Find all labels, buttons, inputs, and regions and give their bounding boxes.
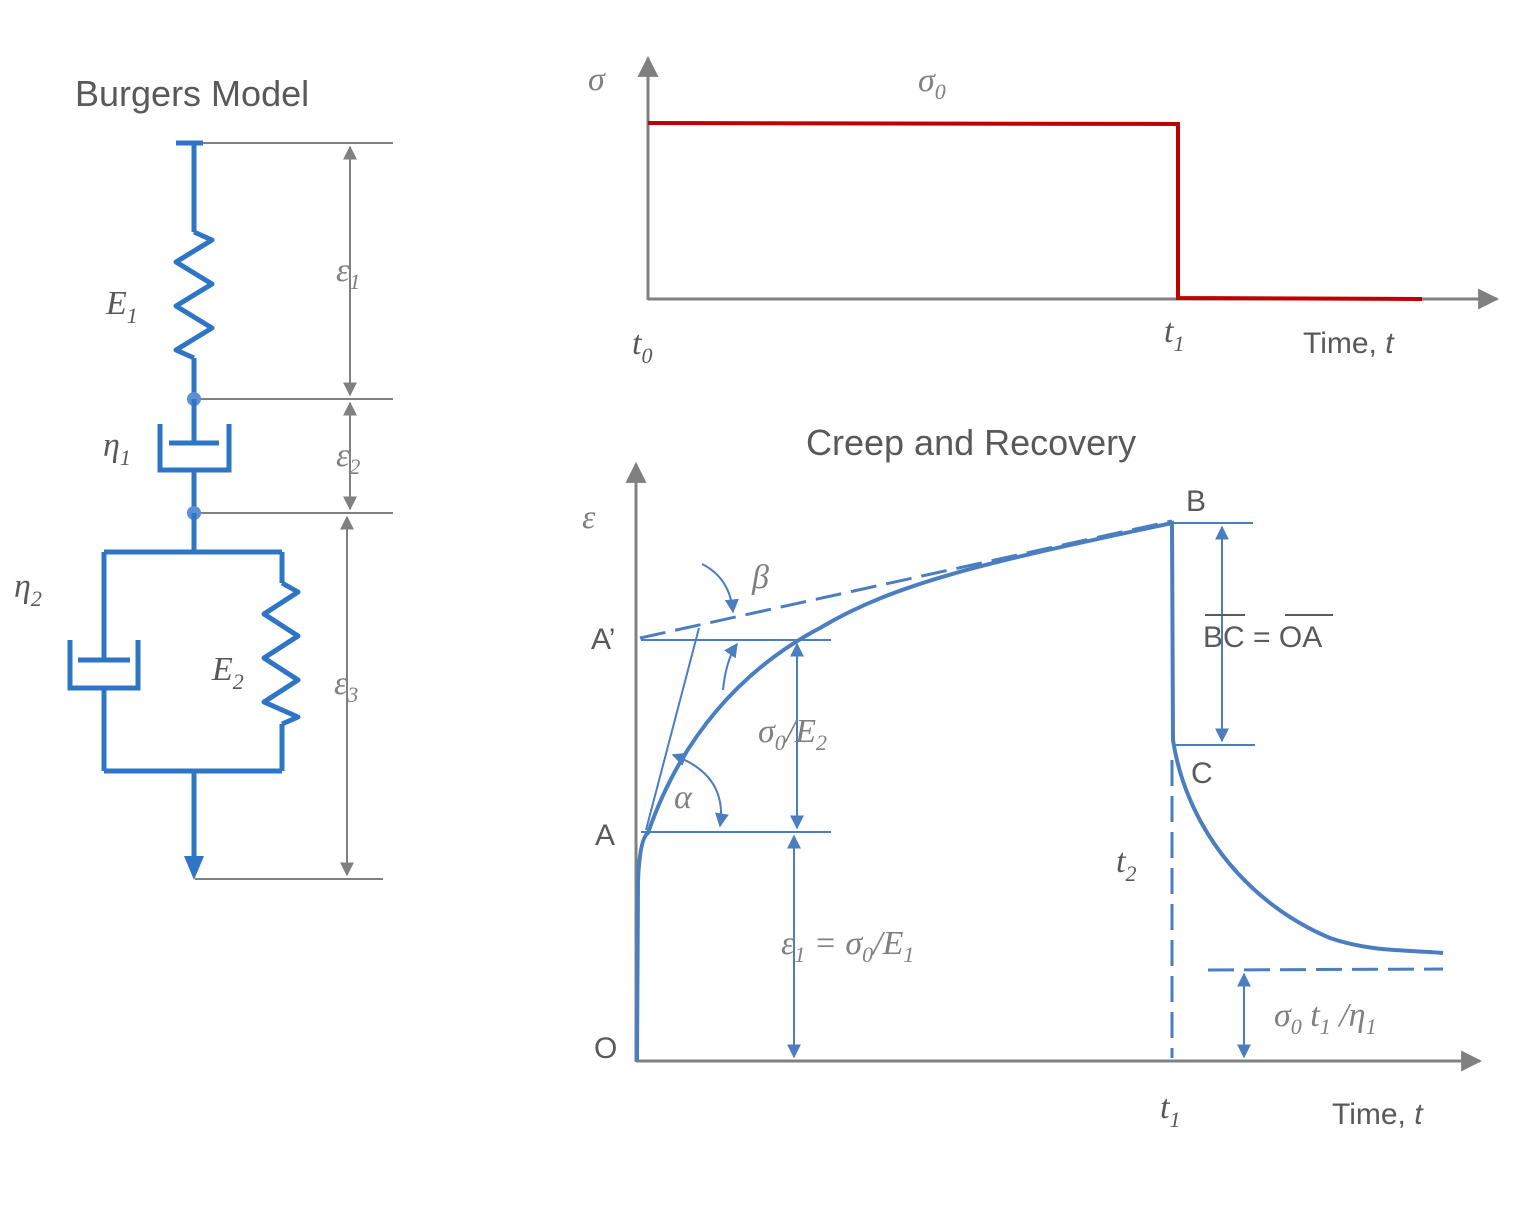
- e1-label: E1: [105, 285, 138, 328]
- point-b-label: B: [1186, 485, 1206, 518]
- creep-recovery-plot: Creep and Recovery ε O A A’ B C β α: [582, 422, 1483, 1132]
- stress-step-line: [647, 121, 1423, 301]
- stress-level-label: σ0: [918, 62, 946, 104]
- stress-t1-label: t1: [1164, 313, 1184, 356]
- eta1-label: η1: [103, 427, 131, 470]
- eta2-label: η2: [14, 568, 42, 611]
- alpha-angle-arrow: [671, 752, 729, 828]
- point-a-prime-label: A’: [591, 623, 615, 656]
- creep-title: Creep and Recovery: [806, 422, 1136, 463]
- bc-equals-oa-label: BC = OA: [1203, 614, 1333, 654]
- point-o-label: O: [594, 1032, 617, 1065]
- stress-x-label: Time, t: [1303, 327, 1395, 360]
- e2-label: E2: [211, 651, 244, 694]
- stress-t0-label: t0: [632, 325, 652, 368]
- creep-x-label: Time, t: [1332, 1098, 1424, 1131]
- spring-e1: [173, 229, 215, 361]
- strain3-label: ε3: [334, 665, 358, 707]
- beta-pointer-arrow: [701, 563, 739, 614]
- strain2-label: ε2: [336, 437, 360, 479]
- load-arrow-icon: [184, 856, 204, 880]
- point-c-label: C: [1191, 757, 1213, 790]
- creep-y-label: ε: [582, 499, 596, 536]
- creep-recovery-curve: [635, 520, 1444, 1062]
- sigma-e2-label: σ0/E2: [758, 713, 827, 755]
- alpha-label: α: [674, 779, 693, 816]
- creep-t2-label: t2: [1116, 843, 1136, 886]
- model-title: Burgers Model: [75, 73, 309, 114]
- stress-y-label: σ: [588, 61, 606, 98]
- spring-e2: [261, 580, 301, 727]
- beta-angle-arrow: [722, 642, 738, 691]
- burgers-model: Burgers Model ε1 ε2 ε3: [14, 73, 393, 880]
- permanent-strain-label: σ0 t1 /η1: [1274, 997, 1377, 1039]
- beta-label: β: [751, 559, 769, 596]
- initial-tangent-line: [645, 627, 700, 831]
- permanent-strain-line: [1207, 967, 1444, 972]
- strain1-label: ε1: [336, 252, 360, 294]
- point-a-label: A: [595, 819, 615, 852]
- e1-equation-label: ε1 = σ0/E1: [781, 925, 914, 967]
- creep-t1-label: t1: [1160, 1089, 1180, 1132]
- stress-plot: σ σ0 t0 t1 Time, t: [588, 55, 1500, 368]
- bc-equation: BC = OA: [1203, 621, 1322, 654]
